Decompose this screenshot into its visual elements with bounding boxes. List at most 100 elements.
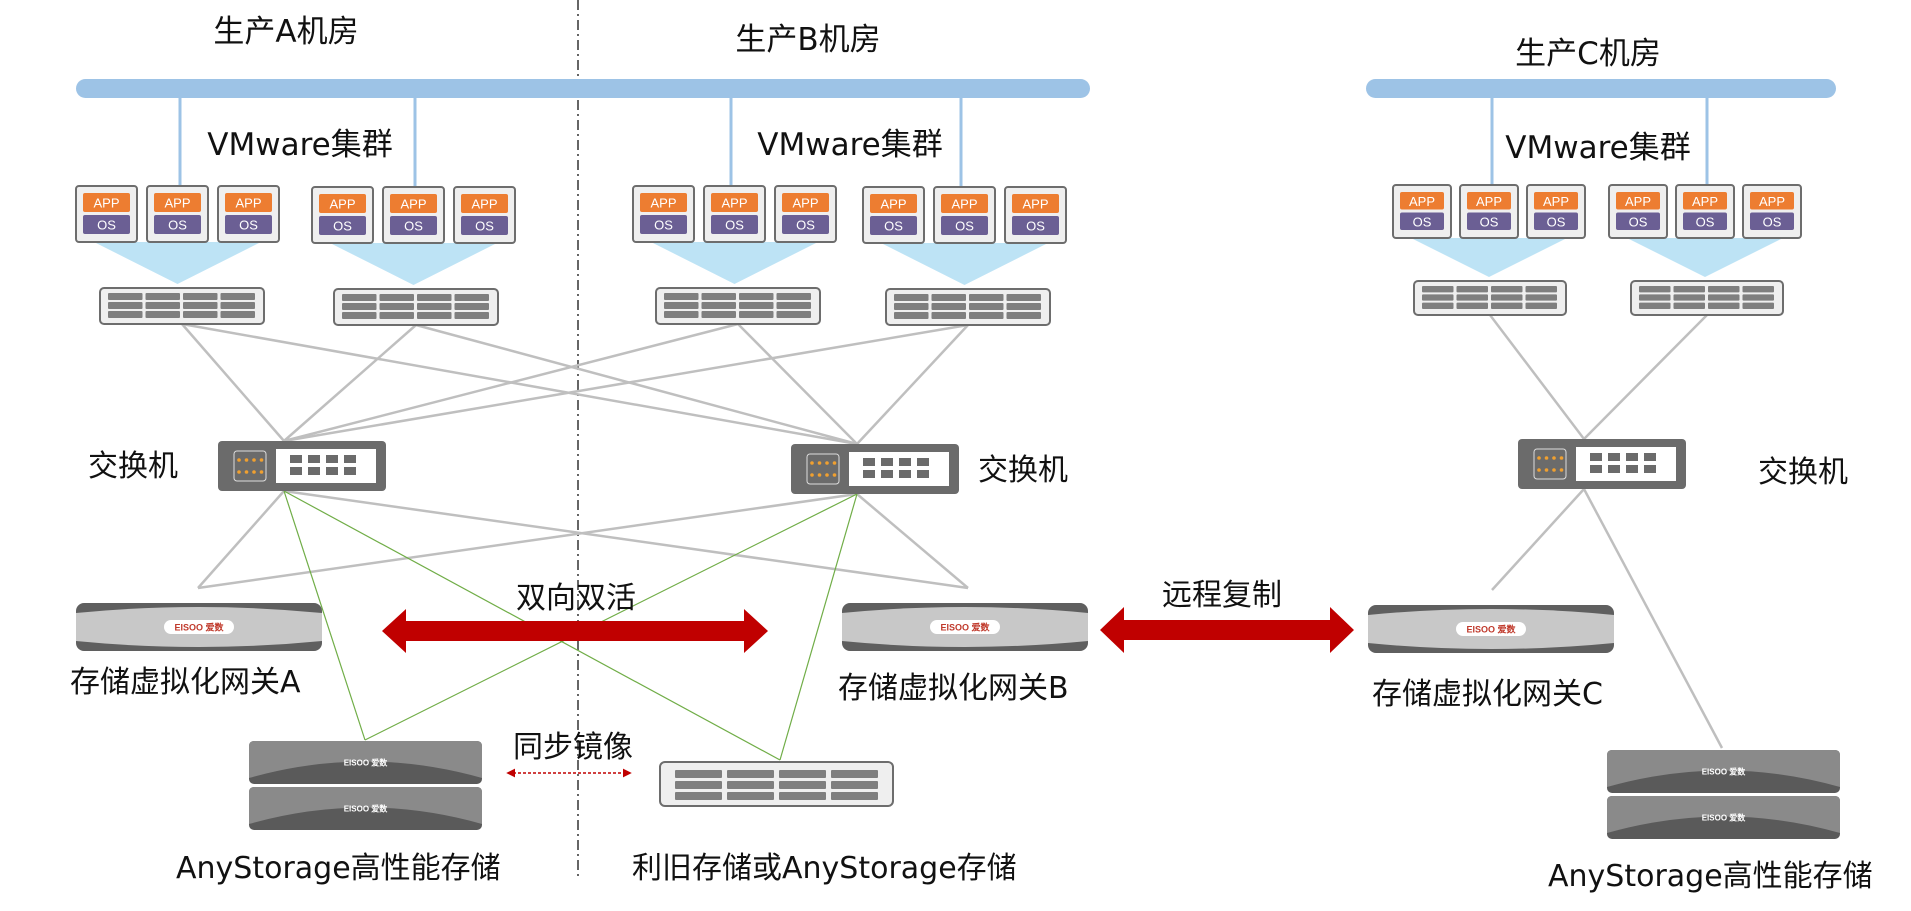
drive-bay [1639,294,1671,301]
drive-bay [894,312,929,319]
switch-port [899,458,911,466]
bus-drops [178,98,1709,186]
drive-bay [1708,286,1740,293]
os-layer [154,215,201,234]
remote-replication-arrow [1100,607,1354,653]
app-layer [1012,194,1059,213]
funnel [651,242,818,284]
os-label: OS [1026,219,1045,234]
drive-bay [220,302,255,309]
drive-bay [379,303,414,310]
host-server [1630,280,1784,316]
app-label: APP [1409,194,1435,209]
drive-bay [145,311,180,318]
switch-led [832,473,837,477]
switch-port-panel [849,452,949,486]
os-label: OS [654,218,673,233]
gateway-label-b: 存储虚拟化网关B [838,671,1069,706]
drive-bay [454,294,489,301]
storage-label-b: 利旧存储或AnyStorage存储 [632,851,1017,886]
drive-bay [1708,302,1740,309]
switch-label-a: 交换机 [88,449,178,484]
room-title-a: 生产A机房 [213,14,358,50]
drive-bay [664,293,699,300]
sync-mirror-label: 同步镜像 [513,730,633,765]
drive-bay [701,293,736,300]
host-switch-link [283,322,739,443]
os-layer [83,215,130,234]
remote-replication-label: 远程复制 [1162,578,1282,613]
cluster-label-a: VMware集群 [207,127,392,163]
os-layer [461,216,508,235]
os-label: OS [239,218,258,233]
drive-bay [183,302,218,309]
os-label: OS [1480,214,1499,229]
app-label: APP [1759,194,1785,209]
os-layer [941,216,988,235]
switch [218,441,386,491]
os-layer [640,215,687,234]
drive-bay [701,311,736,318]
brand-logo: EISOO 爱数 [940,622,990,633]
drive-bay [1673,294,1705,301]
host-server [885,288,1051,326]
host-switch-link [1489,314,1585,440]
drive-bay [1639,302,1671,309]
room-title-b: 生产B机房 [735,22,880,58]
os-layer [1534,212,1578,230]
drive-bay [675,770,722,778]
switch-led-frame [806,453,840,485]
os-label: OS [97,218,116,233]
os-label: OS [1763,214,1782,229]
switch-port [881,458,893,466]
host-switch-link [181,322,858,446]
switch-storage-link [283,490,366,741]
storage-array-b [659,761,894,807]
storage-gateway: EISOO 爱数 [1368,605,1614,653]
host-server [655,287,821,325]
switch-port [344,455,356,463]
drive-bay [1639,286,1671,293]
switch-port [1626,453,1638,461]
vm-box: APP OS [1742,184,1802,239]
os-layer [319,216,366,235]
brand-logo: EISOO 爱数 [174,622,224,633]
switch-led [252,458,256,462]
switch-port [308,467,320,475]
app-layer [1467,192,1511,210]
host-servers [99,280,1784,326]
drive-bay [776,302,811,309]
switch-led [810,461,814,465]
app-layer [83,193,130,212]
drive-bay [342,303,377,310]
app-label: APP [1476,194,1502,209]
os-layer [1683,212,1727,230]
storage-label-c: AnyStorage高性能存储 [1548,859,1873,894]
app-label: APP [471,197,497,212]
drive-bay [145,302,180,309]
app-label: APP [93,196,119,211]
os-label: OS [1547,214,1566,229]
app-layer [319,194,366,213]
switch-label-c: 交换机 [1758,455,1848,490]
app-label: APP [1692,194,1718,209]
active-active-arrow [382,609,768,653]
switch-led [259,470,264,474]
app-label: APP [721,196,747,211]
switch-led [1552,468,1556,472]
drive-bay [779,781,826,789]
os-layer [1616,212,1660,230]
switch-label-b: 交换机 [978,453,1068,488]
network-bus-c [1366,79,1836,98]
switch-led [237,470,241,474]
drive-bay [1525,302,1557,309]
app-layer [1683,192,1727,210]
drive-bay [779,792,826,800]
host-switch-link [283,324,417,442]
